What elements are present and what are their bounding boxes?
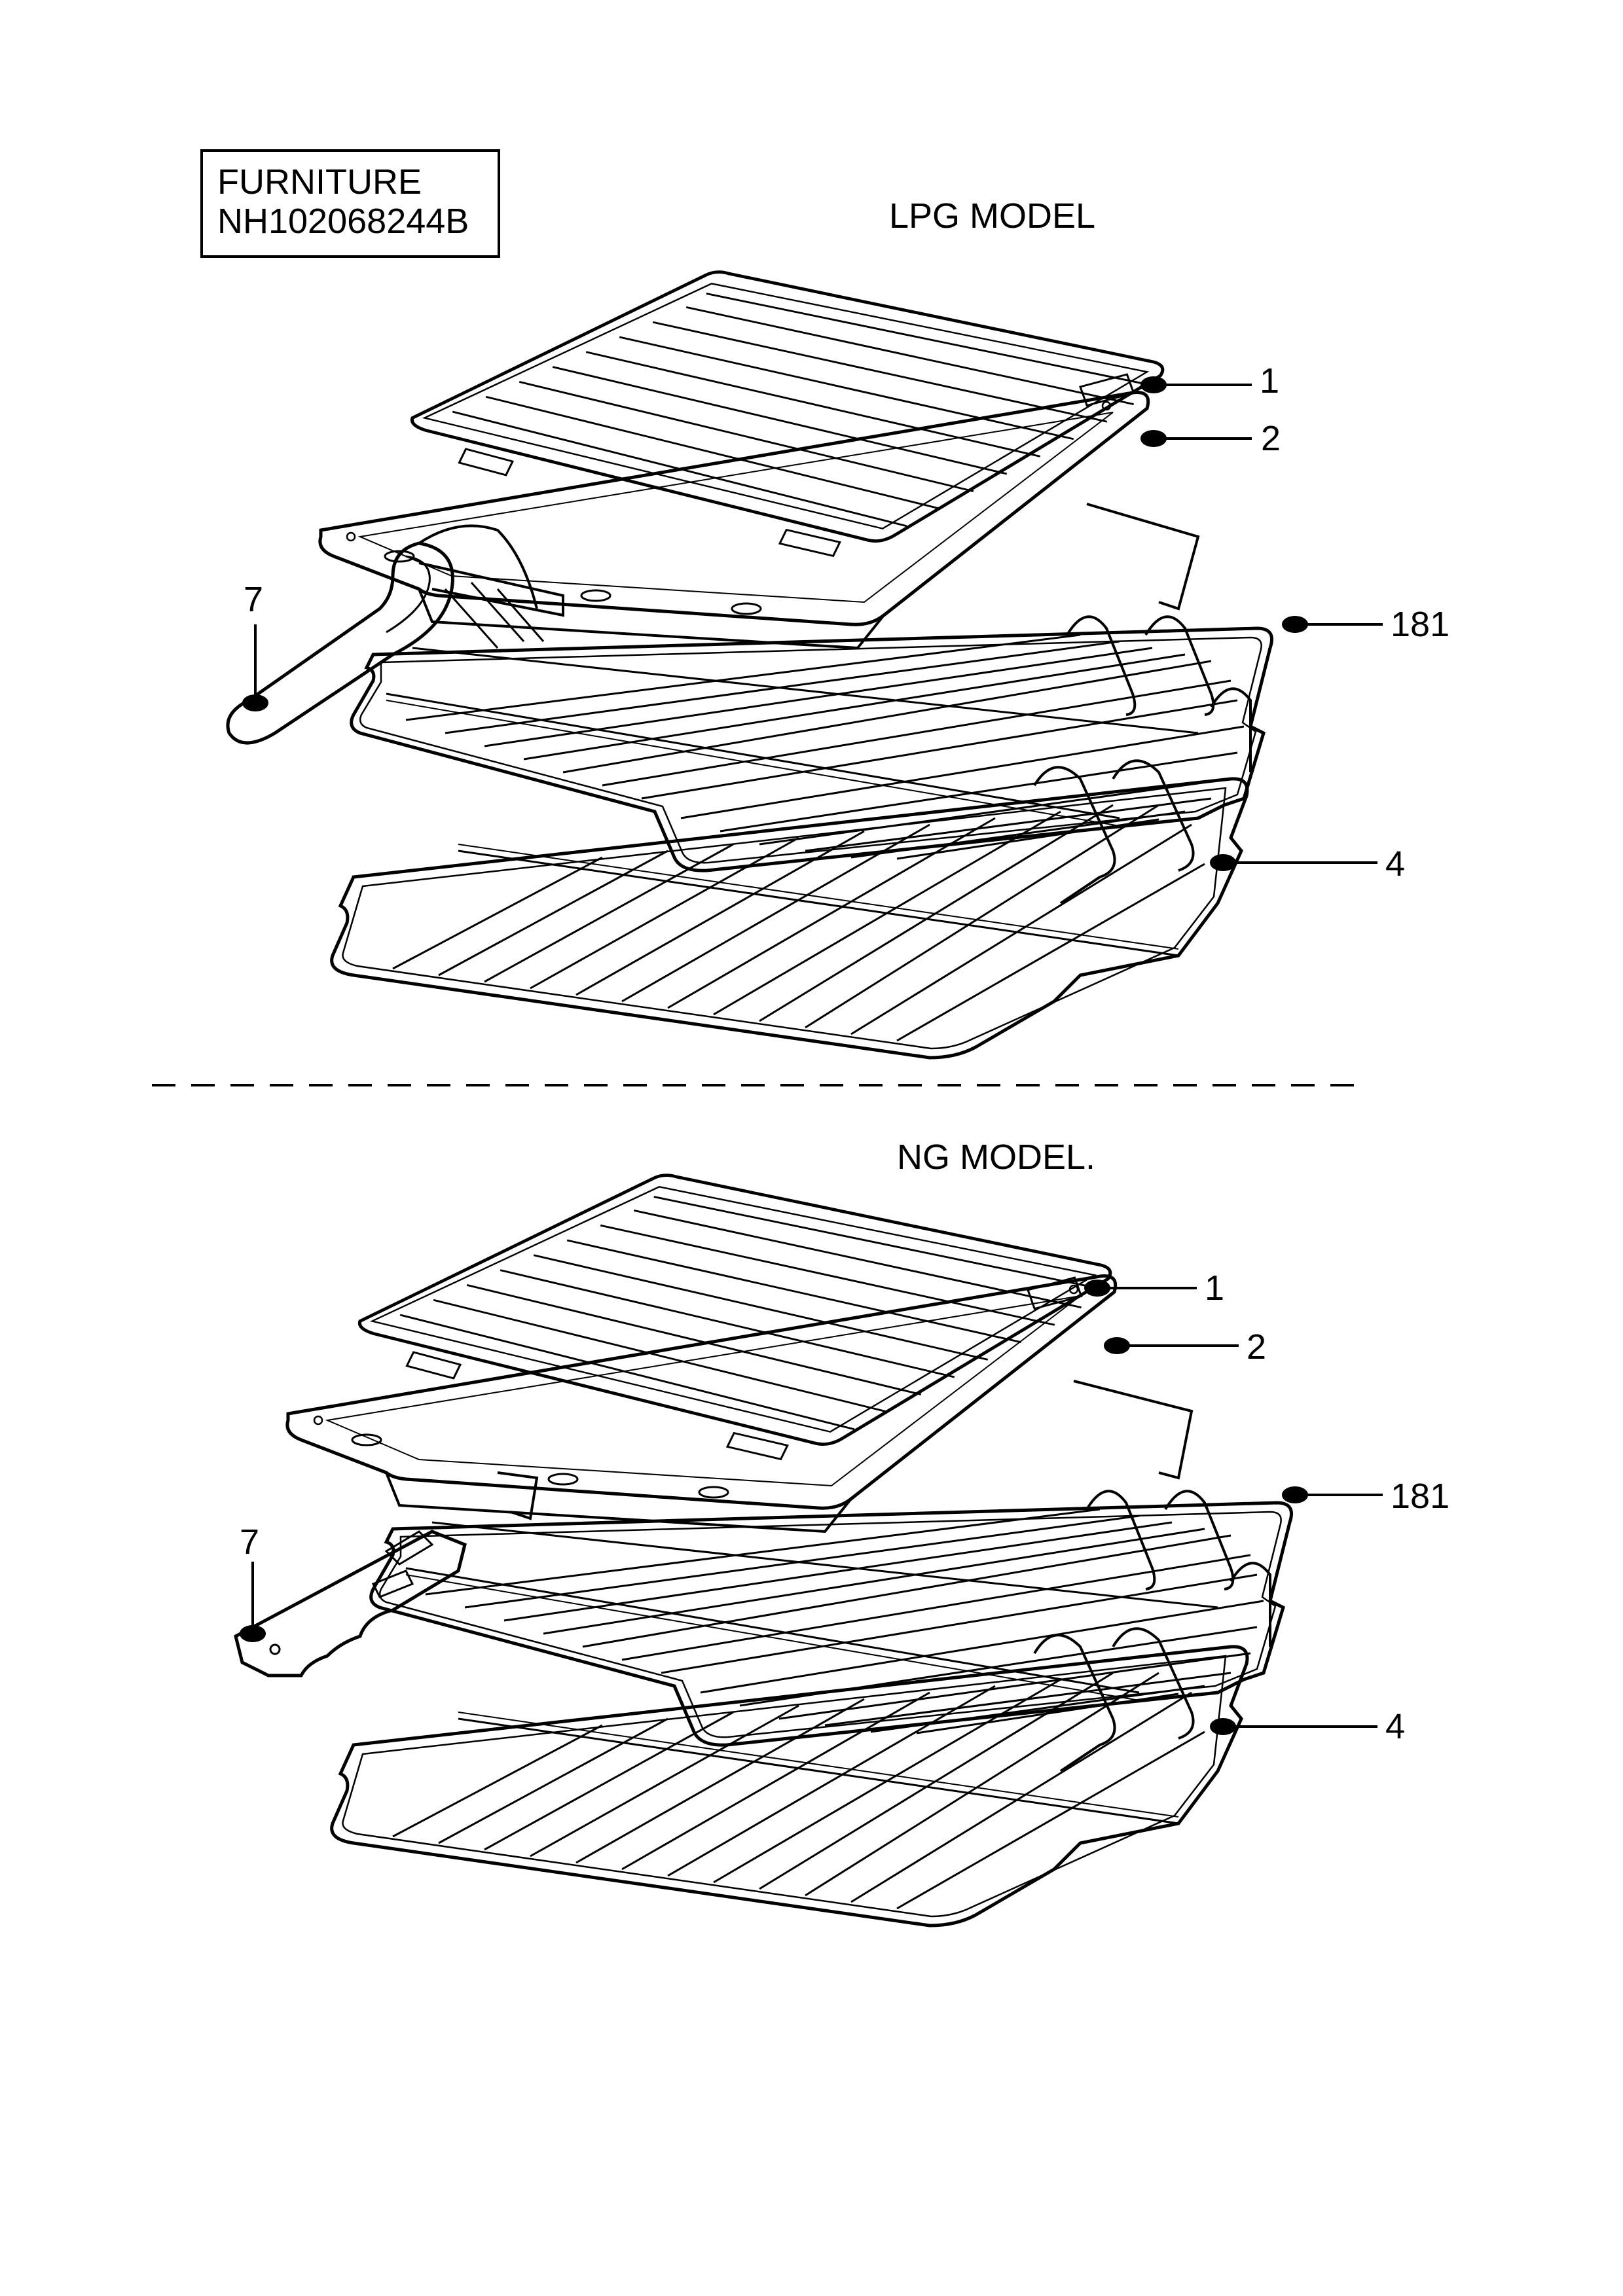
callout-label-lpg-4: 4 xyxy=(1385,844,1406,884)
section-title: FURNITURE xyxy=(217,162,422,202)
part-code: NH102068244B xyxy=(217,202,469,241)
callout-label-ng-7: 7 xyxy=(240,1522,260,1562)
model-label-ng: NG MODEL. xyxy=(897,1138,1096,1177)
callout-label-lpg-2: 2 xyxy=(1261,419,1281,458)
title-box: FURNITURE NH102068244B xyxy=(200,149,500,258)
callout-label-lpg-7: 7 xyxy=(244,580,264,619)
callout-label-ng-181: 181 xyxy=(1391,1477,1450,1516)
callout-label-ng-1: 1 xyxy=(1205,1268,1225,1308)
callouts-lpg xyxy=(242,376,1383,871)
model-label-lpg: LPG MODEL xyxy=(889,196,1096,236)
callout-label-ng-2: 2 xyxy=(1247,1327,1267,1367)
callout-label-lpg-1: 1 xyxy=(1260,361,1280,401)
handle-lpg xyxy=(226,524,564,745)
callouts-ng xyxy=(240,1280,1383,1735)
callout-label-ng-4: 4 xyxy=(1385,1707,1406,1746)
handle-ng xyxy=(234,1471,539,1677)
wire-shelf-lpg xyxy=(352,617,1272,870)
callout-label-lpg-181: 181 xyxy=(1391,605,1450,644)
